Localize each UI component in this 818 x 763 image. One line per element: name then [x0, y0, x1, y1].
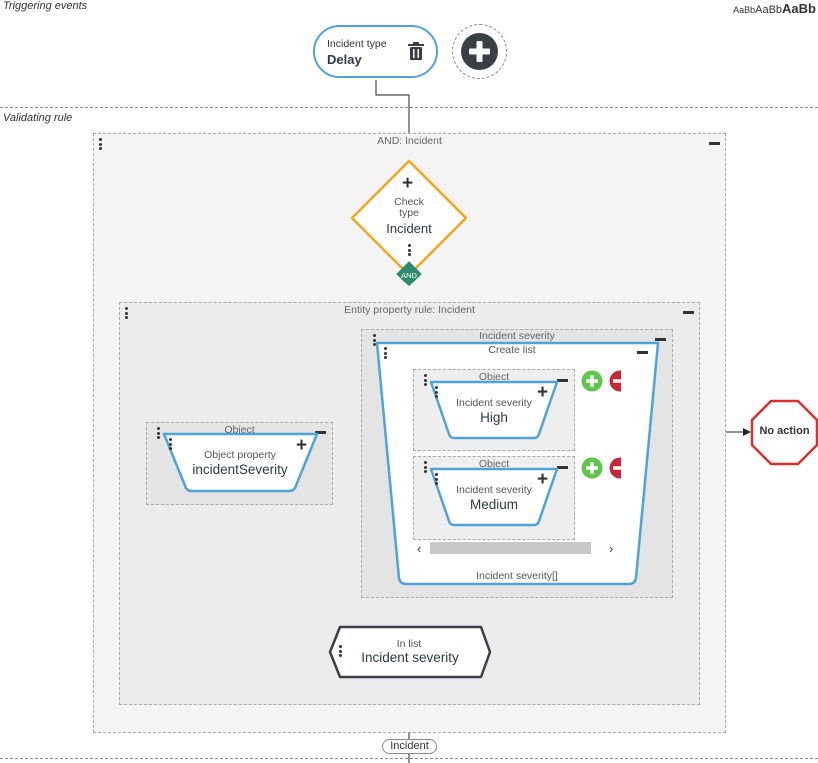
horizontal-scrollbar[interactable]: ‹ › — [414, 540, 620, 556]
kebab-menu-icon[interactable] — [424, 461, 427, 475]
collapse-icon[interactable] — [557, 379, 568, 382]
collapse-icon[interactable] — [637, 351, 648, 354]
kebab-menu-icon[interactable] — [339, 645, 342, 659]
create-list-label: Create list — [488, 344, 536, 356]
plus-circle-icon — [461, 33, 498, 70]
kebab-menu-icon[interactable] — [435, 386, 438, 400]
font-size-selector[interactable]: AaBbAaBbAaBb — [733, 0, 816, 18]
collapse-icon[interactable] — [655, 338, 666, 341]
kebab-menu-icon[interactable] — [435, 473, 438, 487]
kebab-menu-icon[interactable] — [408, 244, 411, 258]
section-divider — [0, 107, 818, 108]
trigger-node-incident-type[interactable]: Incident type Delay — [313, 25, 438, 78]
create-list-footer: Incident severity[] — [476, 570, 558, 582]
kebab-menu-icon[interactable] — [373, 334, 376, 348]
font-size-small[interactable]: AaBb — [733, 5, 756, 15]
scrollbar-thumb[interactable] — [430, 542, 591, 554]
add-trigger-button[interactable] — [452, 24, 507, 79]
object-property-label: Object property — [204, 449, 276, 461]
add-icon[interactable]: + — [537, 469, 549, 490]
trigger-value: Delay — [327, 52, 362, 67]
severity-value: High — [480, 410, 508, 425]
font-size-large[interactable]: AaBb — [782, 1, 816, 16]
kebab-menu-icon[interactable] — [384, 347, 387, 361]
and-group-label: AND: Incident — [377, 135, 442, 147]
no-action-label: No action — [759, 425, 810, 437]
scroll-right-icon[interactable]: › — [609, 541, 614, 556]
font-size-medium[interactable]: AaBb — [755, 4, 783, 16]
object-group-label: Object — [478, 458, 510, 470]
kebab-menu-icon[interactable] — [424, 374, 427, 388]
output-incident-badge: Incident — [382, 739, 437, 754]
and-badge[interactable]: AND — [401, 271, 417, 280]
add-item-icon[interactable] — [580, 369, 621, 479]
collapse-icon[interactable] — [557, 466, 568, 469]
add-icon[interactable]: + — [537, 382, 549, 403]
kebab-menu-icon[interactable] — [157, 427, 160, 441]
scroll-left-icon[interactable]: ‹ — [417, 541, 422, 556]
remove-item-icon[interactable] — [580, 369, 621, 479]
kebab-menu-icon[interactable] — [125, 307, 128, 321]
object-group-label: Object — [478, 371, 510, 383]
item-actions — [580, 369, 621, 479]
kebab-menu-icon[interactable] — [169, 438, 172, 452]
collapse-icon[interactable] — [709, 142, 720, 145]
collapse-icon[interactable] — [683, 311, 694, 314]
check-type-value: Incident — [386, 221, 432, 236]
kebab-menu-icon[interactable] — [99, 138, 102, 152]
triggering-events-title: Triggering events — [3, 0, 88, 12]
validating-rule-title: Validating rule — [3, 112, 73, 124]
collapse-icon[interactable] — [315, 431, 326, 434]
in-list-value: Incident severity — [361, 650, 459, 665]
add-icon[interactable]: + — [296, 435, 308, 456]
add-condition-icon[interactable]: + — [402, 173, 414, 194]
severity-group-label: Incident severity — [479, 330, 555, 342]
severity-label: Incident severity — [456, 397, 532, 409]
in-list-label: In list — [396, 638, 422, 650]
object-property-value: incidentSeverity — [192, 462, 288, 477]
severity-value: Medium — [469, 497, 518, 512]
section-divider-bottom — [0, 758, 818, 759]
trash-icon[interactable] — [408, 42, 424, 60]
severity-label: Incident severity — [456, 484, 532, 496]
trigger-label: Incident type — [327, 38, 387, 50]
entity-rule-label: Entity property rule: Incident — [344, 304, 475, 316]
